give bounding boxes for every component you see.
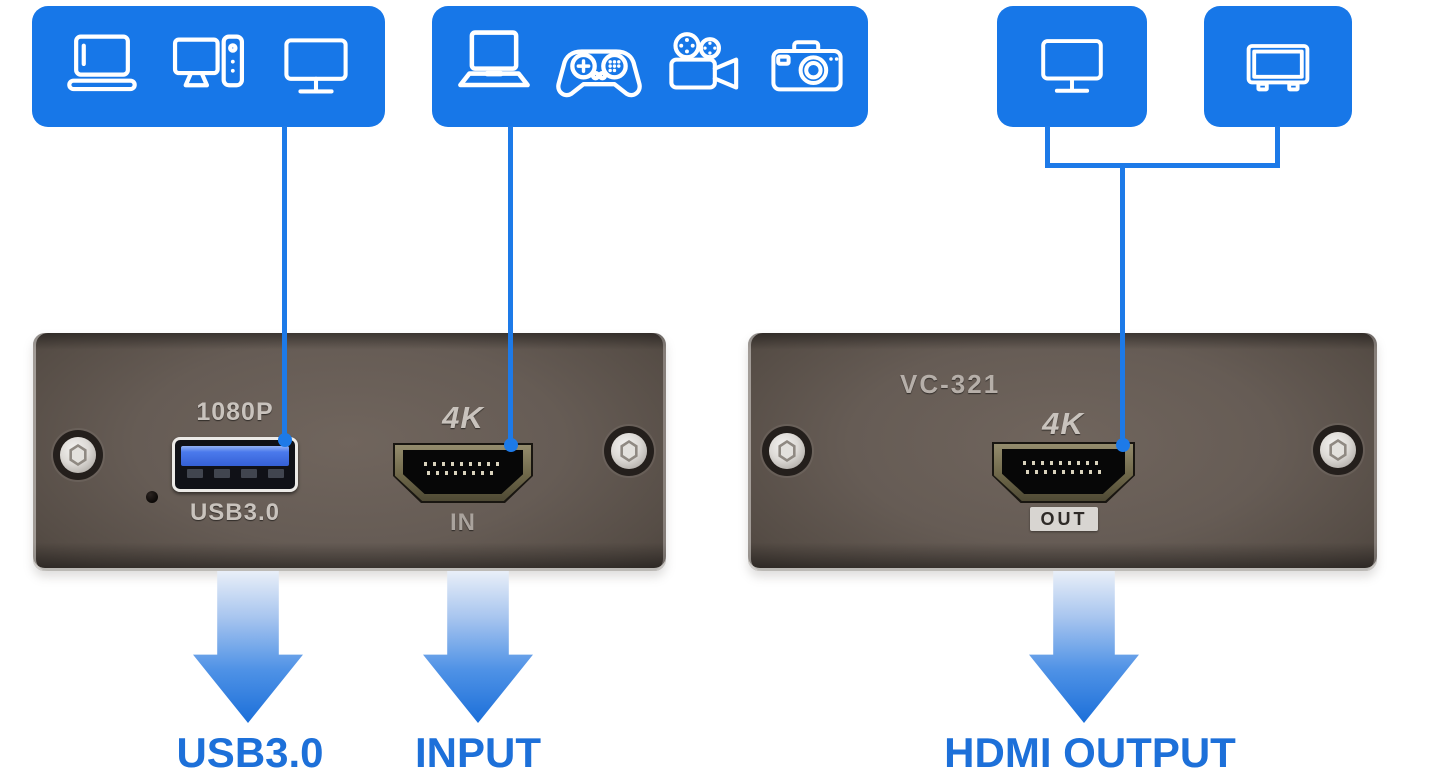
down-arrow-icon — [423, 571, 533, 723]
connector-endpoint-hdmi-in — [504, 438, 518, 452]
callout-usb3: USB3.0 — [176, 729, 324, 776]
usb-contact — [241, 469, 257, 478]
hex-screw-icon — [60, 437, 96, 473]
connector-endpoint-usb — [278, 433, 292, 447]
usb-tongue — [181, 446, 289, 466]
down-arrow-icon — [193, 571, 303, 723]
hdmi-pins — [423, 462, 503, 466]
usb3-port — [172, 437, 298, 492]
output-box-tv — [1204, 6, 1352, 127]
usb-port-top-label: 1080P — [196, 398, 274, 426]
connector-line-monitor — [1045, 126, 1050, 166]
connector-line-hdmi-out — [1120, 166, 1125, 445]
callout-hdmi-output: HDMI OUTPUT — [944, 729, 1236, 776]
model-number-label: VC-321 — [900, 369, 1001, 399]
game-controller-icon — [556, 24, 642, 110]
source-box-computers — [32, 6, 385, 127]
output-box-monitor — [997, 6, 1147, 127]
hdmi-pins — [1023, 461, 1104, 465]
tv-icon — [1246, 43, 1310, 91]
laptop-icon — [64, 29, 140, 105]
connector-endpoint-hdmi-out — [1116, 438, 1130, 452]
callout-input: INPUT — [415, 729, 541, 776]
down-arrow-icon — [1029, 571, 1139, 723]
photo-camera-icon — [771, 39, 843, 91]
hdmi-out-4k-label: 4K — [1042, 406, 1084, 441]
hex-screw-icon — [769, 433, 805, 469]
connector-line-tv — [1275, 126, 1280, 166]
led-indicator — [146, 491, 158, 503]
connector-line-usb — [282, 126, 287, 440]
connector-line-join — [1045, 163, 1280, 168]
hdmi-pins — [1026, 470, 1101, 474]
hex-screw-icon — [1320, 432, 1356, 468]
capture-device-front-panel — [33, 333, 666, 571]
source-box-av-devices — [432, 6, 868, 127]
usb-contact — [214, 469, 230, 478]
monitor-icon — [279, 30, 353, 104]
laptop-icon — [453, 26, 535, 108]
hdmi-pins — [426, 471, 500, 475]
hdmi-in-4k-label: 4K — [442, 400, 484, 435]
usb-port-bottom-label: USB3.0 — [189, 499, 281, 526]
desktop-pc-icon — [172, 29, 248, 105]
hex-screw-icon — [611, 433, 647, 469]
hdmi-in-label: IN — [450, 509, 476, 536]
hdmi-in-port — [393, 443, 533, 503]
usb-contact — [268, 469, 284, 478]
monitor-icon — [1041, 38, 1103, 93]
hdmi-out-badge: OUT — [1030, 507, 1098, 531]
video-camera-icon — [664, 26, 746, 108]
connector-line-hdmi-in — [508, 126, 513, 445]
usb-contact — [187, 469, 203, 478]
hdmi-out-port — [992, 442, 1135, 503]
